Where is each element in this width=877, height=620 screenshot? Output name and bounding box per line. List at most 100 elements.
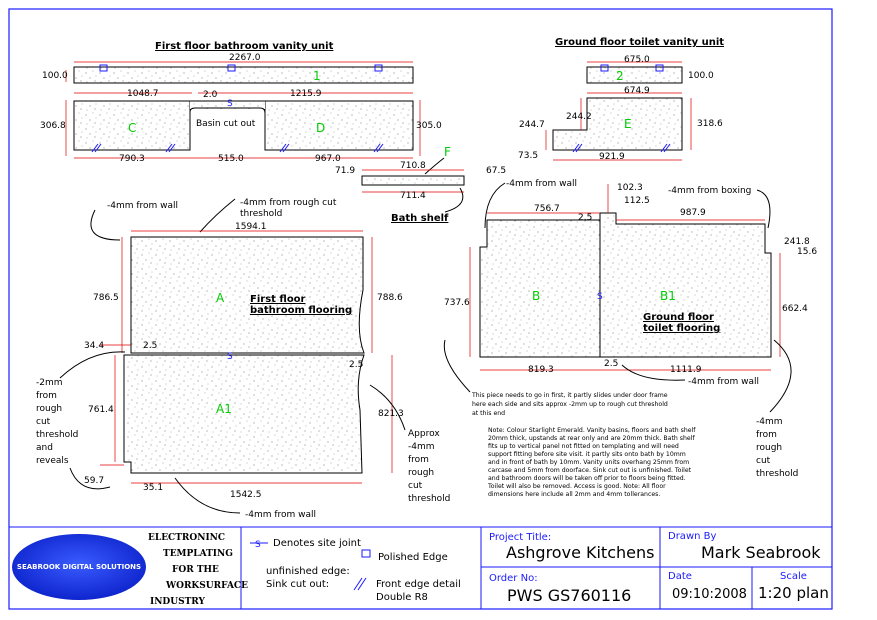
- label-piece-a: A: [216, 291, 225, 305]
- dim-2-5a: 2.5: [143, 341, 157, 351]
- svg-text:Polished Edge: Polished Edge: [378, 552, 448, 563]
- annot-wall1: -4mm from wall: [107, 201, 178, 211]
- dim-59: 59.7: [84, 476, 104, 486]
- leader: [59, 351, 126, 379]
- dim-1542: 1542.5: [230, 490, 262, 500]
- polished-mark: [655, 64, 664, 72]
- front-edge-marks: [572, 143, 671, 153]
- svg-text:from: from: [36, 391, 57, 401]
- svg-text:Front edge detail: Front edge detail: [376, 579, 461, 590]
- svg-text:cut: cut: [756, 456, 771, 466]
- title-bath-shelf: Bath shelf: [391, 213, 449, 224]
- svg-text:threshold: threshold: [36, 430, 78, 440]
- joint-mark: S: [227, 99, 233, 109]
- svg-text:cut: cut: [36, 417, 51, 427]
- piece-e: [552, 97, 683, 151]
- dim-515: 515.0: [218, 154, 244, 164]
- title-block: [9, 526, 832, 609]
- dim-241: 241.8: [784, 237, 810, 247]
- dim-674: 674.9: [624, 86, 650, 96]
- sheet-frame: [8, 8, 833, 610]
- title-first-flooring-2: bathroom flooring: [250, 305, 352, 316]
- svg-text:threshold: threshold: [756, 469, 798, 479]
- piece-note: This piece needs to go in first, it part…: [471, 392, 668, 417]
- dim-2-5d: 2.5: [604, 359, 618, 369]
- dim-305: 305.0: [416, 121, 442, 131]
- label-piece-2: 2: [616, 69, 624, 83]
- label-piece-e: E: [624, 117, 632, 131]
- dim-244-7: 244.7: [519, 120, 545, 130]
- label-piece-b: B: [532, 289, 540, 303]
- dim-2267: 2267.0: [229, 53, 261, 63]
- svg-text:from: from: [408, 455, 429, 465]
- label-piece-f: F: [444, 145, 451, 159]
- svg-text:TEMPLATING: TEMPLATING: [163, 549, 233, 559]
- dim-67-5: 67.5: [486, 166, 506, 176]
- annot-wall3: -4mm from wall: [506, 179, 577, 189]
- svg-text:and bathroom doors will be tak: and bathroom doors will be taken off pri…: [488, 475, 686, 482]
- dim-lines-a: [100, 237, 393, 484]
- dim-112: 112.5: [624, 196, 650, 206]
- front-edge-marks: [91, 143, 384, 153]
- leader: [90, 209, 121, 241]
- dim-100a: 100.0: [42, 71, 68, 81]
- svg-text:S: S: [255, 540, 261, 550]
- dim-102: 102.3: [617, 183, 643, 193]
- title-ground-flooring-2: toilet flooring: [643, 323, 720, 334]
- order-no: PWS GS760116: [507, 586, 631, 605]
- leader: [69, 467, 111, 490]
- dim-15: 15.6: [797, 247, 817, 257]
- piece-c: [73, 100, 191, 151]
- svg-text:Note: Colour Starlight Emerald: Note: Colour Starlight Emerald. Vanity b…: [488, 427, 696, 434]
- dim-786: 786.5: [93, 293, 119, 303]
- order-label: Order No:: [489, 573, 538, 584]
- dim-2-0: 2.0: [203, 90, 218, 100]
- piece-f: [361, 175, 465, 186]
- svg-text:Toilet will also be removed. A: Toilet will also be removed. Access is g…: [487, 483, 666, 490]
- date-value: 09:10:2008: [672, 587, 747, 602]
- drawn-label: Drawn By: [668, 531, 716, 542]
- dim-967: 967.0: [315, 154, 341, 164]
- dim-71-9: 71.9: [335, 166, 355, 176]
- svg-text:Denotes site joint: Denotes site joint: [273, 538, 361, 549]
- leader: [484, 182, 506, 229]
- drawn-by: Mark Seabrook: [701, 543, 821, 562]
- label-piece-b1: B1: [660, 289, 676, 303]
- label-piece-d: D: [316, 121, 325, 135]
- title-ground-flooring: Ground floor: [643, 312, 714, 323]
- piece-1: [73, 66, 414, 84]
- dim-35: 35.1: [143, 483, 163, 493]
- svg-text:INDUSTRY: INDUSTRY: [150, 597, 205, 607]
- dim-788: 788.6: [377, 293, 403, 303]
- leader: [444, 187, 464, 213]
- piece-a1: [123, 354, 365, 474]
- leader: [174, 477, 241, 514]
- piece-b1: [599, 212, 772, 358]
- piece-mid: [190, 101, 265, 109]
- dim-761: 761.4: [88, 405, 114, 415]
- right-annotation: -4mm from rough cut threshold: [756, 417, 798, 479]
- dim-73: 73.5: [518, 151, 538, 161]
- joint-mark: S: [227, 352, 233, 362]
- svg-text:at this end: at this end: [472, 410, 505, 417]
- dim-34: 34.4: [84, 341, 104, 351]
- polished-mark: [600, 64, 609, 72]
- scale-value: 1:20 plan: [758, 584, 829, 602]
- title-ground-vanity: Ground floor toilet vanity unit: [555, 37, 724, 48]
- svg-text:WORKSURFACE: WORKSURFACE: [165, 581, 248, 591]
- approx-annotation: Approx -4mm from rough cut threshold: [408, 429, 450, 504]
- svg-text:from: from: [756, 430, 777, 440]
- svg-text:Sink cut out:: Sink cut out:: [266, 579, 329, 590]
- dim-244-2: 244.2: [566, 112, 592, 122]
- dimension-lines-red: [65, 61, 421, 159]
- dim-1594: 1594.1: [235, 222, 267, 232]
- dim-737: 737.6: [444, 298, 470, 308]
- leader: [443, 339, 471, 393]
- svg-text:cut: cut: [408, 481, 423, 491]
- project-title-label: Project Title:: [489, 532, 551, 543]
- svg-text:ELECTRONINC: ELECTRONINC: [148, 533, 225, 543]
- label-piece-1: 1: [313, 69, 321, 83]
- svg-text:Double R8: Double R8: [376, 592, 428, 603]
- scale-label: Scale: [780, 571, 807, 582]
- title-first-vanity: First floor bathroom vanity unit: [155, 41, 334, 52]
